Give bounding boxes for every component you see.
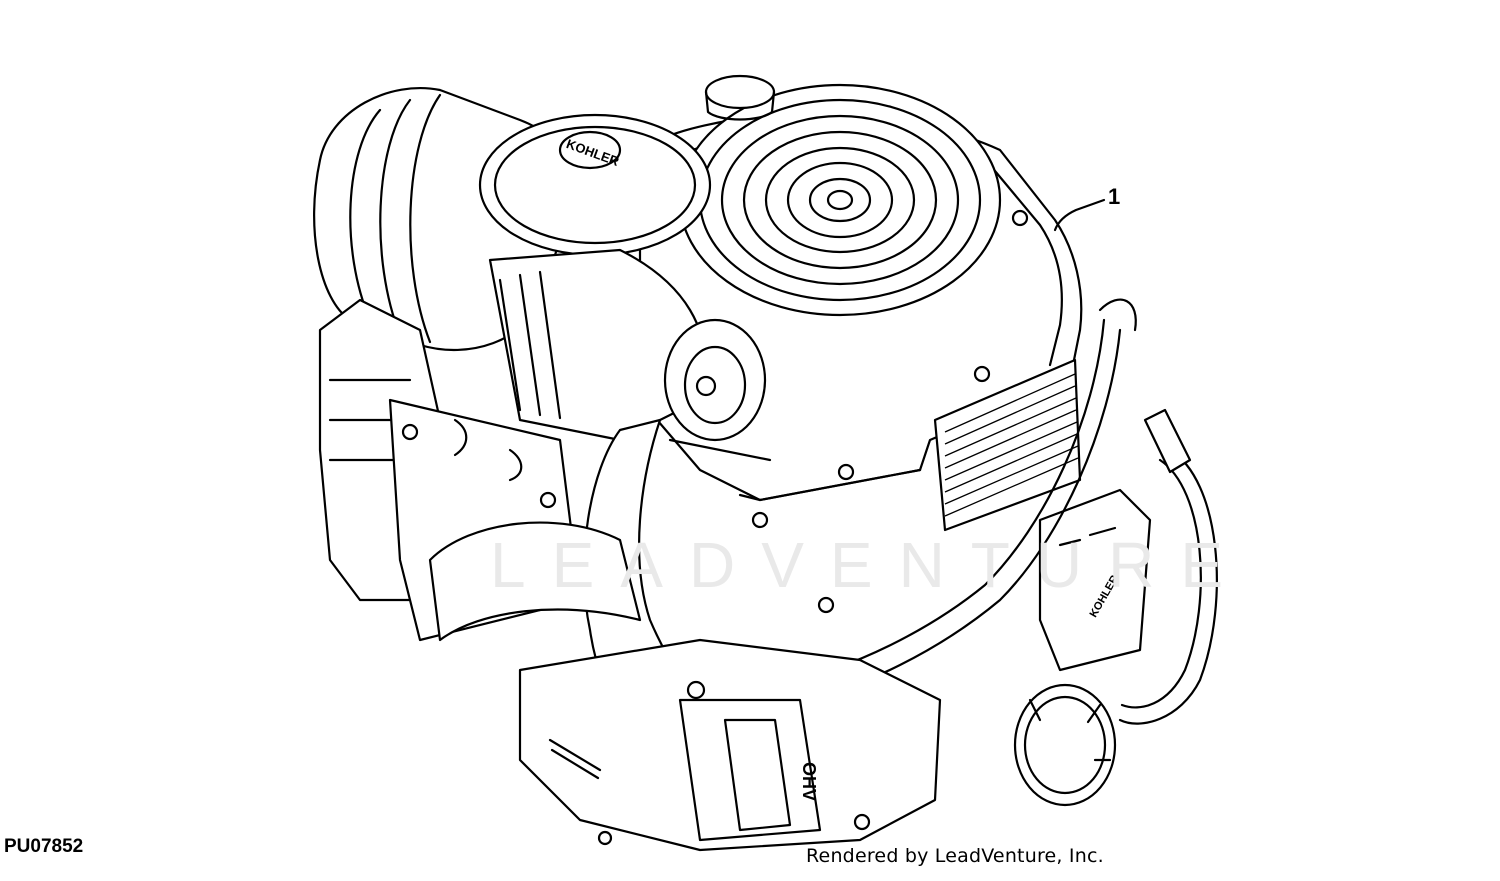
fan-grille bbox=[678, 83, 1002, 317]
valve-cover-label: OHV bbox=[799, 762, 819, 801]
oil-fill-cap bbox=[704, 74, 776, 121]
watermark-text: LEADVENTURE bbox=[490, 529, 1249, 601]
callout-leader bbox=[1053, 198, 1106, 232]
air-cleaner: KOHLER bbox=[313, 87, 767, 442]
crankcase: OHV bbox=[518, 511, 942, 852]
oil-cooler bbox=[933, 358, 1082, 532]
render-credit: Rendered by LeadVenture, Inc. bbox=[806, 845, 1104, 867]
right-cylinder: KOHLER bbox=[1038, 488, 1152, 672]
callout-number: 1 bbox=[1108, 184, 1121, 209]
shroud-bolts bbox=[401, 209, 1029, 509]
figure-id: PU07852 bbox=[4, 836, 84, 857]
oil-filter bbox=[1013, 683, 1117, 807]
